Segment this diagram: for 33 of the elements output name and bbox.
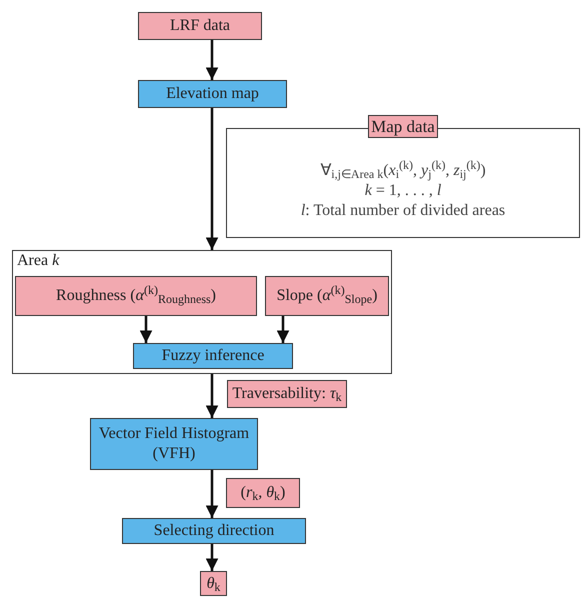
formula-text: k = 1, . . . , l: [364, 181, 442, 201]
process-box: [122, 518, 306, 544]
box-label: Slope (α$^{(k)}$$_{Slope}$): [276, 286, 378, 306]
group-box: [12, 250, 392, 374]
box-label: Roughness (α$^{(k)}$$_{Roughness}$): [55, 286, 217, 306]
box-label: θ$_{k}$: [206, 574, 222, 594]
arrow: [206, 40, 218, 80]
formula-text: l: Total number of divided areas: [300, 201, 506, 221]
data-box: [226, 478, 300, 508]
arrow: [140, 316, 152, 343]
arrow: [206, 470, 218, 518]
data-box: [15, 276, 257, 316]
data-box: [227, 380, 347, 408]
data-box: [138, 12, 262, 40]
box-label: Fuzzy inference: [160, 346, 266, 366]
process-box: [133, 343, 293, 369]
data-box: [265, 276, 389, 316]
box-label: Selecting direction: [152, 521, 276, 541]
arrow: [206, 544, 218, 571]
panel-heading: Map data: [368, 115, 438, 138]
process-box: [138, 80, 287, 108]
arrow: [206, 374, 218, 418]
box-label: LRF data: [169, 16, 231, 36]
formula-text: ∀$_{i,j∈Area k}$(x$_{i}$$^{(k)}$, y$_{j}$$^{(k)}$, z$_{ij}$$^{(k)}$): [320, 161, 486, 181]
box-label: Elevation map: [165, 84, 260, 104]
arrow: [206, 108, 218, 250]
box-label: Vector Field Histogram (VFH): [98, 424, 250, 464]
data-box: [200, 571, 227, 596]
box-label: Traversability: τ$_{k}$: [231, 384, 343, 404]
group-title: Area k: [17, 251, 60, 271]
arrow: [276, 316, 290, 343]
process-box: [90, 418, 258, 470]
box-label: (r$_{k}$, θ$_{k}$): [240, 483, 286, 503]
